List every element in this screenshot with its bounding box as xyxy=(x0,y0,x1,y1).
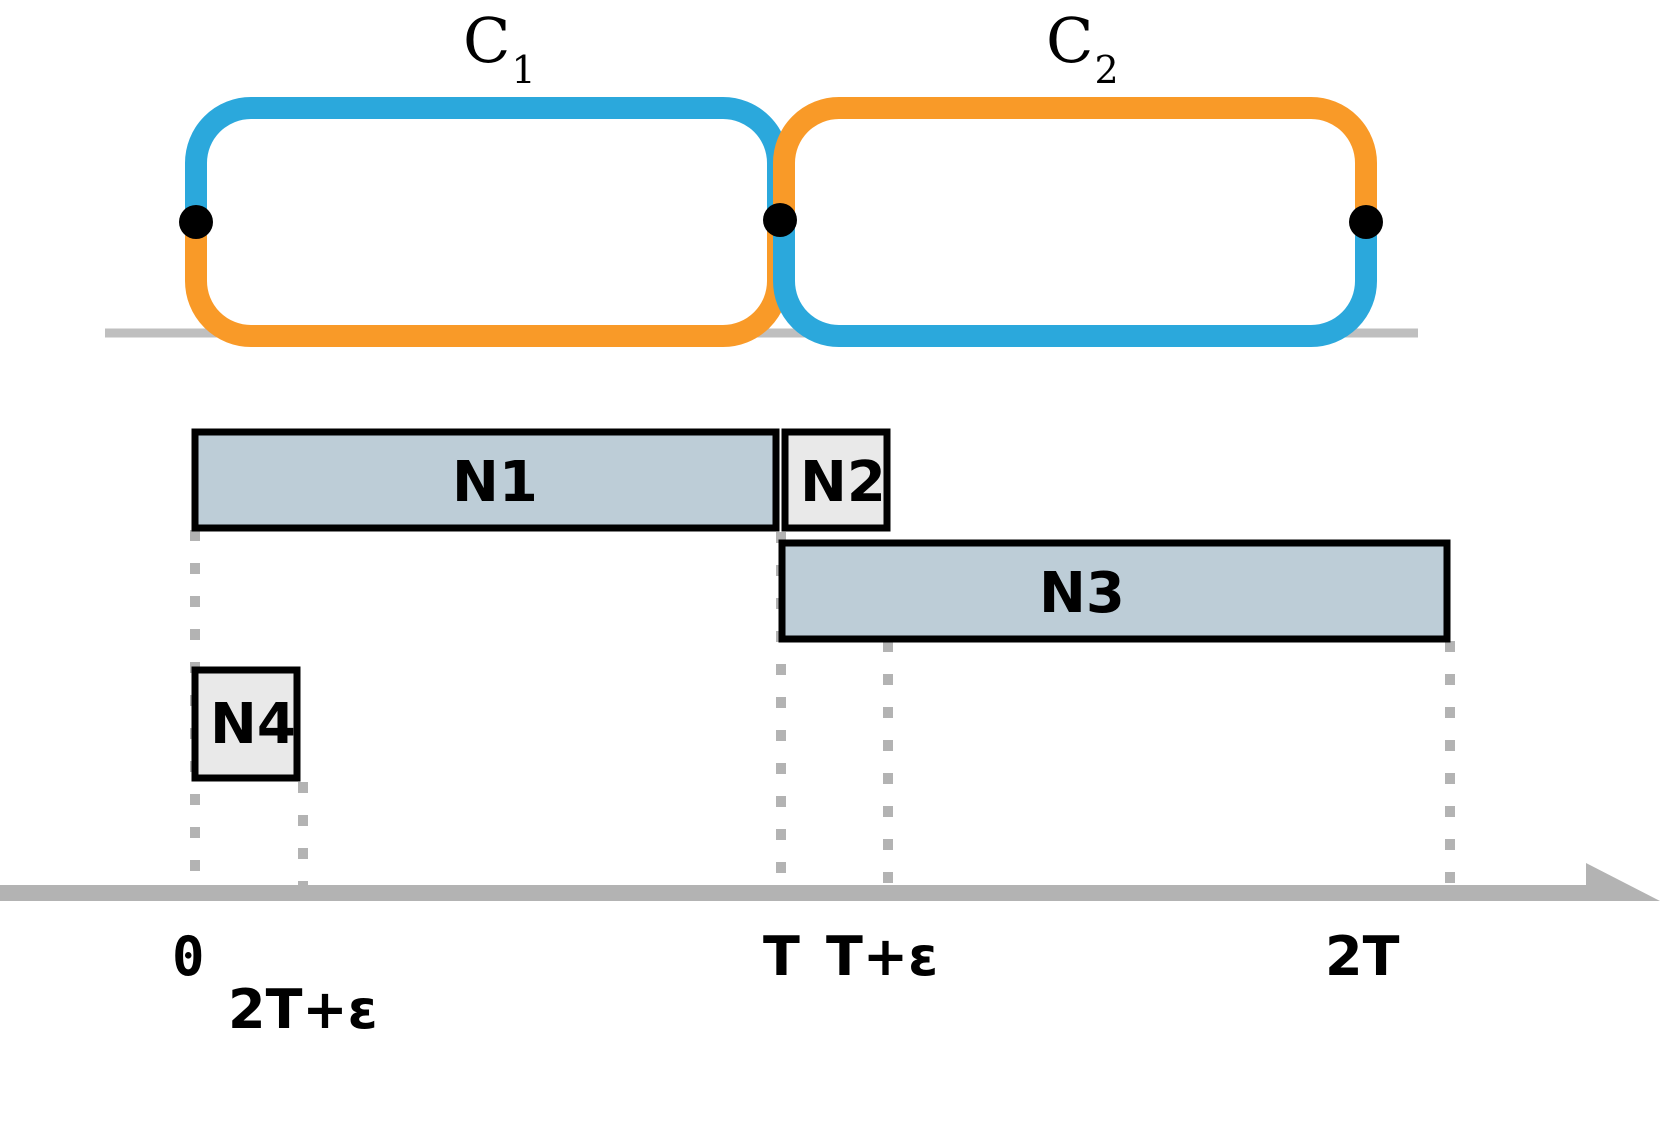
task-label-n4: N4 xyxy=(210,692,296,757)
cycle-c2-top-arc xyxy=(773,97,1377,233)
task-label-n1: N1 xyxy=(452,450,538,515)
cycle-c2-bottom-arc xyxy=(773,211,1377,347)
task-box-n2[interactable] xyxy=(781,428,891,532)
time-axis-arrowhead xyxy=(1586,863,1660,901)
junction-dot-left xyxy=(179,205,213,239)
axis-tick-label-0: 0 xyxy=(172,925,205,988)
axis-tick-label-2t-eps: 2T+ε xyxy=(228,978,378,1041)
cycle-c1-bottom-arc xyxy=(185,211,789,347)
junction-dot-right xyxy=(1349,205,1383,239)
task-box-n4[interactable] xyxy=(191,666,301,782)
task-label-n3: N3 xyxy=(1039,561,1125,626)
task-box-n1[interactable] xyxy=(191,428,780,532)
task-label-n2: N2 xyxy=(800,450,886,515)
cycle-label-c1: C1 xyxy=(463,10,536,90)
task-box-n3[interactable] xyxy=(778,539,1451,643)
cycle-label-c2-sub: 2 xyxy=(1094,48,1119,93)
cycle-label-c1-sub: 1 xyxy=(511,48,536,93)
cycle-label-c1-name: C xyxy=(463,4,511,77)
axis-tick-label-t-eps: T+ε xyxy=(826,925,939,988)
cycle-c1-top-arc xyxy=(185,97,789,233)
cycle-label-c2: C2 xyxy=(1046,10,1119,90)
axis-tick-label-2t: 2T xyxy=(1325,925,1400,988)
junction-dot-middle xyxy=(763,203,797,237)
cycle-label-c2-name: C xyxy=(1046,4,1094,77)
axis-tick-label-t: T xyxy=(763,925,800,988)
